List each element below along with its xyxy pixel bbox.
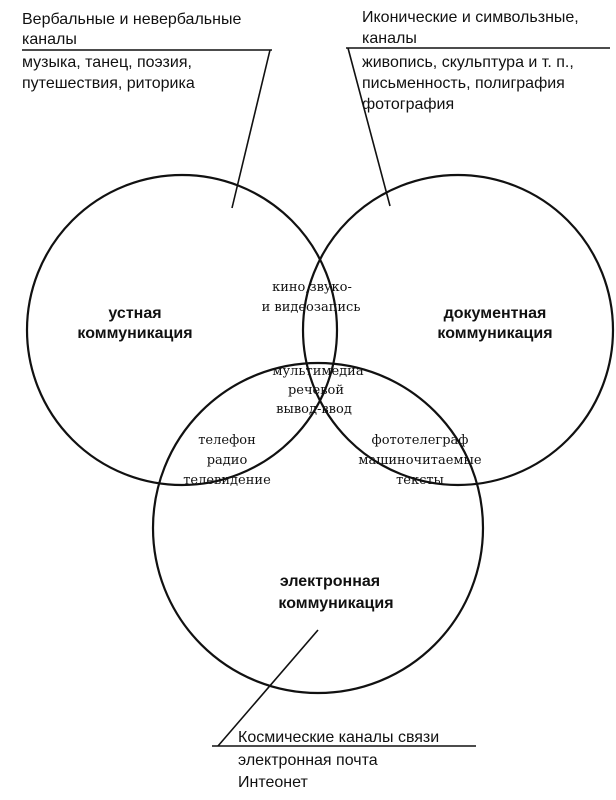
intersection-de-line3: тексты bbox=[396, 473, 444, 488]
intersection-de-line1: фототелеграф bbox=[372, 433, 469, 448]
oral-label-line1: устная bbox=[108, 305, 161, 322]
top-left-leader-line bbox=[231, 49, 271, 209]
intersection-od-line2: и видеозапись bbox=[262, 300, 361, 315]
documentary-label-line1: документная bbox=[444, 305, 547, 322]
top-right-note-line5: фотография bbox=[362, 96, 454, 113]
top-right-note-line1: Иконические и симвользные, bbox=[362, 9, 579, 26]
bottom-note-line2: электронная почта bbox=[238, 752, 378, 769]
oral-documentary-intersection-label: кино,звуко- и видеозапись bbox=[262, 280, 361, 315]
intersection-od-line1: кино,звуко- bbox=[272, 280, 352, 295]
top-left-note-line1: Вербальные и невербальные bbox=[22, 11, 241, 28]
documentary-electronic-intersection-label: фототелеграф машиночитаемые тексты bbox=[358, 433, 481, 488]
top-right-note-line4: письменность, полиграфия bbox=[362, 75, 565, 92]
documentary-communication-label: документная коммуникация bbox=[437, 305, 552, 342]
top-right-leader-line bbox=[347, 47, 391, 207]
electronic-label-line2: коммуникация bbox=[278, 595, 393, 612]
oral-communication-circle bbox=[25, 173, 339, 487]
top-left-note-line3: музыка, танец, поэзия, bbox=[22, 54, 192, 71]
electronic-communication-label: электронная коммуникация bbox=[278, 573, 393, 612]
intersection-oe-line1: телефон bbox=[198, 433, 256, 448]
bottom-note-line1: Космические каналы связи bbox=[238, 729, 439, 746]
intersection-center-line1: мультимедиа bbox=[272, 364, 363, 379]
top-left-note-line4: путешествия, риторика bbox=[22, 75, 195, 92]
bottom-note: Космические каналы связи электронная поч… bbox=[238, 729, 439, 791]
oral-electronic-intersection-label: телефон радио телевидение bbox=[183, 433, 271, 488]
electronic-communication-circle bbox=[151, 361, 485, 695]
intersection-center-line3: вывод-ввод bbox=[276, 402, 352, 417]
center-intersection-label: мультимедиа речевой вывод-ввод bbox=[272, 364, 363, 417]
top-left-note-line2: каналы bbox=[22, 31, 77, 48]
intersection-oe-line2: радио bbox=[207, 453, 248, 468]
documentary-label-line2: коммуникация bbox=[437, 325, 552, 342]
intersection-center-line2: речевой bbox=[288, 383, 344, 398]
electronic-label-line1: электронная bbox=[280, 573, 380, 590]
intersection-oe-line3: телевидение bbox=[183, 473, 271, 488]
bottom-leader-line bbox=[217, 629, 319, 747]
oral-label-line2: коммуникация bbox=[77, 325, 192, 342]
documentary-communication-circle bbox=[301, 173, 615, 487]
top-right-note-line3: живопись, скульптура и т. п., bbox=[362, 54, 574, 71]
top-right-note-line2: каналы bbox=[362, 30, 417, 47]
oral-communication-label: устная коммуникация bbox=[77, 305, 192, 342]
top-right-note: Иконические и симвользные, каналы живопи… bbox=[362, 9, 579, 113]
top-left-note: Вербальные и невербальные каналы музыка,… bbox=[22, 11, 241, 92]
intersection-de-line2: машиночитаемые bbox=[358, 453, 481, 468]
bottom-note-line3: Интеонет bbox=[238, 774, 308, 791]
